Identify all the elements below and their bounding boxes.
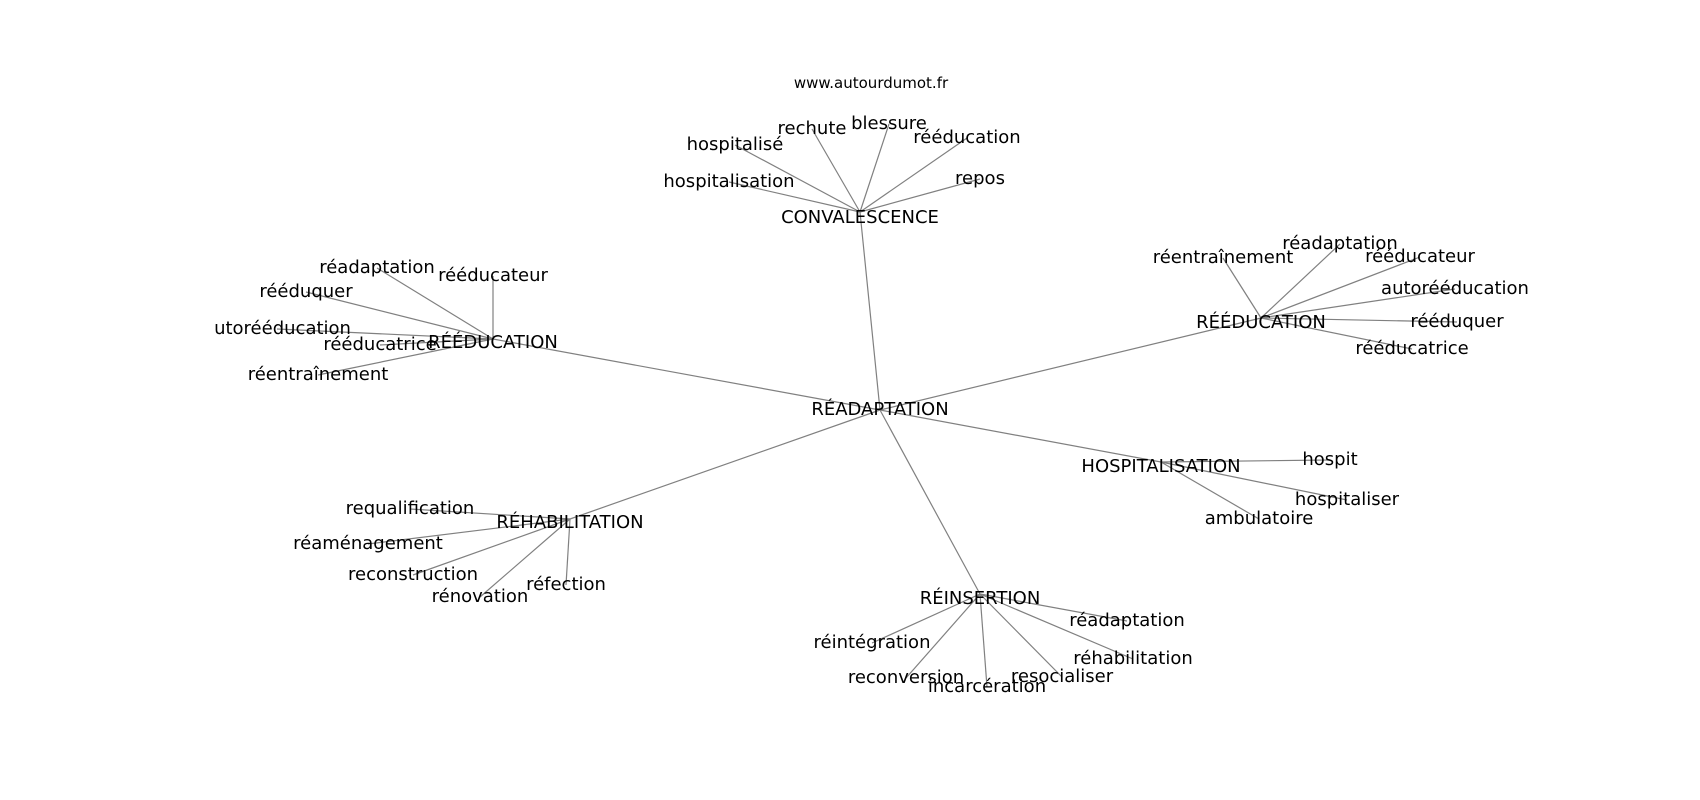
leaf-node-reinsertion-0: réintégration [814, 632, 931, 653]
edge-reeducation-left-5 [317, 338, 494, 376]
leaf-node-rehabilitation-0: requalification [346, 498, 475, 519]
leaf-node-reeducation-left-4: rééducatrice [323, 334, 436, 355]
leaf-node-convalescence-1: rechute [778, 118, 847, 139]
edge-rehabilitation-3 [479, 518, 571, 598]
leaf-node-convalescence-2: blessure [851, 113, 927, 134]
edge-center-reinsertion [879, 409, 981, 595]
leaf-node-convalescence-3: rééducation [913, 127, 1020, 148]
leaf-node-reinsertion-5: réhabilitation [1073, 648, 1193, 669]
leaf-node-reeducation-left-5: réentraînement [248, 364, 389, 385]
edge-convalescence-0 [734, 144, 861, 213]
edge-center-convalescence [859, 211, 881, 411]
edge-center-hospitalisation [879, 409, 1162, 463]
edge-reeducation-right-3 [1260, 288, 1456, 319]
leaf-node-hospitalisation-1: hospitaliser [1295, 489, 1400, 510]
edge-reinsertion-0 [871, 593, 981, 644]
leaf-node-rehabilitation-1: réaménagement [293, 533, 443, 554]
leaf-node-reeducation-right-1: réadaptation [1282, 233, 1398, 254]
edge-rehabilitation-0 [409, 508, 571, 520]
group-node-rehabilitation: RÉHABILITATION [496, 511, 643, 533]
label-layer: RÉADAPTATION CONVALESCENCE hospitalisérech… [203, 113, 1529, 697]
group-node-reeducation-right: RÉÉDUCATION [1196, 311, 1326, 333]
leaf-node-reeducation-left-0: réadaptation [319, 257, 435, 278]
leaf-node-hospitalisation-2: ambulatoire [1205, 508, 1314, 529]
edge-reeducation-right-2 [1260, 256, 1421, 319]
leaf-node-hospitalisation-0: hospit [1302, 449, 1357, 470]
edge-layer [276, 123, 1458, 688]
left-crop-mask [0, 0, 215, 800]
edge-hospitalisation-1 [1160, 461, 1348, 501]
leaf-node-rehabilitation-4: réfection [526, 574, 606, 595]
edge-reinsertion-3 [979, 593, 1063, 678]
leaf-node-reinsertion-2: incarcération [928, 676, 1046, 697]
leaf-node-reeducation-left-3: autorééducation [203, 318, 351, 339]
leaf-node-reeducation-left-1: rééducateur [438, 265, 548, 286]
group-node-convalescence: CONVALESCENCE [781, 207, 939, 228]
edge-convalescence-3 [859, 137, 968, 213]
edge-center-reeducation-left [492, 338, 881, 411]
group-node-reeducation-left: RÉÉDUCATION [428, 331, 558, 353]
edge-reinsertion-1 [905, 593, 981, 679]
edge-reeducation-left-0 [376, 267, 494, 340]
edge-center-rehabilitation [569, 409, 881, 520]
group-node-hospitalisation: HOSPITALISATION [1081, 456, 1240, 477]
leaf-node-rehabilitation-3: rénovation [432, 586, 529, 607]
leaf-node-reeducation-right-5: rééducatrice [1355, 338, 1468, 359]
edge-convalescence-2 [859, 123, 890, 213]
group-node-reinsertion: RÉINSERTION [920, 587, 1041, 609]
edge-hospitalisation-2 [1160, 461, 1260, 520]
edge-rehabilitation-4 [565, 518, 571, 586]
edge-reeducation-left-4 [379, 338, 494, 346]
edge-center-reeducation-right [879, 317, 1262, 411]
edge-convalescence-5 [728, 181, 861, 213]
center-node-label: RÉADAPTATION [811, 398, 948, 420]
leaf-node-reeducation-right-4: rééduquer [1410, 311, 1504, 332]
leaf-node-rehabilitation-2: reconstruction [348, 564, 478, 585]
leaf-node-reeducation-right-2: rééducateur [1365, 246, 1475, 267]
leaf-node-reeducation-right-3: autorééducation [1381, 278, 1529, 299]
edge-reeducation-right-1 [1260, 243, 1341, 319]
leaf-node-reinsertion-4: réadaptation [1069, 610, 1185, 631]
leaf-node-convalescence-0: hospitalisé [687, 134, 784, 155]
edge-reeducation-left-2 [305, 291, 494, 340]
edge-convalescence-1 [811, 128, 861, 213]
edge-hospitalisation-0 [1160, 459, 1331, 463]
leaf-node-reeducation-right-0: réentraînement [1153, 247, 1294, 268]
edge-reeducation-right-4 [1260, 317, 1458, 323]
edge-rehabilitation-1 [367, 518, 571, 545]
source-credit: www.autourdumot.fr [794, 74, 949, 92]
leaf-node-reeducation-left-2: rééduquer [259, 281, 353, 302]
edge-reinsertion-5 [979, 593, 1134, 660]
edge-rehabilitation-2 [412, 518, 571, 576]
leaf-node-reinsertion-3: resocialiser [1011, 666, 1114, 687]
leaf-node-reinsertion-1: reconversion [848, 667, 964, 688]
edge-reinsertion-2 [979, 593, 988, 688]
leaf-node-convalescence-5: hospitalisation [663, 171, 794, 192]
leaf-node-convalescence-4: repos [955, 168, 1005, 189]
edge-reinsertion-4 [979, 593, 1128, 622]
edge-reeducation-right-5 [1260, 317, 1413, 350]
edge-reeducation-right-0 [1222, 257, 1262, 319]
edge-convalescence-4 [859, 178, 981, 213]
edge-reeducation-left-3 [276, 328, 494, 340]
